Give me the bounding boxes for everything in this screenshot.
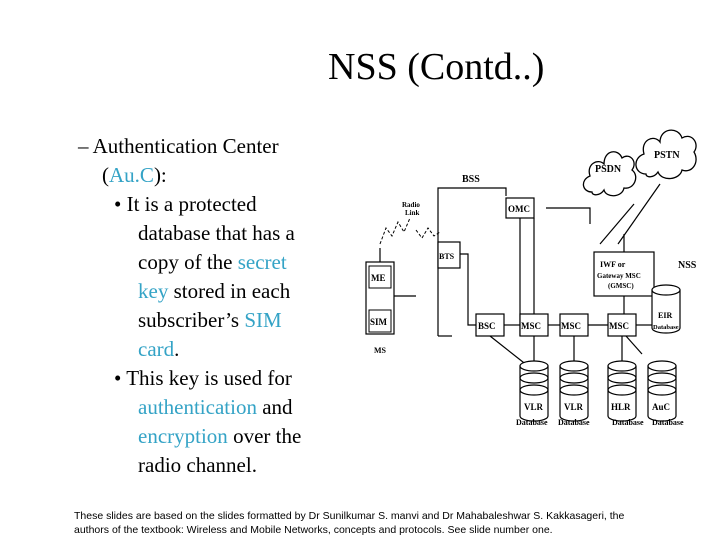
me-box <box>368 265 392 289</box>
iwf-label-3: (GMSC) <box>608 282 634 290</box>
pstn-label: PSTN <box>654 150 680 161</box>
text-fragment: • This key is used for <box>114 366 292 390</box>
auc-abbrev: Au.C <box>109 163 154 187</box>
text-fragment: subscriber’s <box>138 308 245 332</box>
bts-box <box>437 241 461 269</box>
iwf-label-2: Gateway MSC <box>597 272 641 280</box>
msc-label-1: MSC <box>521 321 541 331</box>
bullet-auc-heading: – Authentication Center (Au.C): <box>78 132 348 190</box>
vlr-label-1: VLR <box>524 402 544 412</box>
highlight-key: key <box>138 279 169 303</box>
text-fragment: stored in each <box>168 279 291 303</box>
vlr-db-label-1: Database <box>516 418 548 427</box>
msc-label-3: MSC <box>609 321 629 331</box>
auc-db-label: Database <box>652 418 684 427</box>
sub-bullet-protected-db: • It is a protected database that has a … <box>78 190 348 364</box>
bullet-list: – Authentication Center (Au.C): • It is … <box>78 132 348 480</box>
text-fragment: radio channel. <box>138 453 257 477</box>
sub-bullet-key-usage: • This key is used for authentication an… <box>78 364 348 480</box>
omc-label: OMC <box>508 204 530 214</box>
text-fragment: database that has a <box>138 221 295 245</box>
connection-lines <box>394 218 652 367</box>
ms-label: MS <box>374 346 387 355</box>
bts-label: BTS <box>439 252 455 261</box>
footer-line-1: These slides are based on the slides for… <box>74 510 625 522</box>
text-fragment: . <box>174 337 180 361</box>
msc-label-2: MSC <box>561 321 581 331</box>
bss-label: BSS <box>462 174 480 185</box>
vlr-database-cylinder-2 <box>559 360 589 422</box>
highlight-authentication: authentication <box>138 395 257 419</box>
footer-credit: These slides are based on the slides for… <box>74 509 674 537</box>
footer-line-2: authors of the textbook: Wireless and Mo… <box>74 524 553 536</box>
text-fragment: copy of the <box>138 250 238 274</box>
radio-wave-right <box>415 227 441 239</box>
auc-database-cylinder <box>647 360 677 422</box>
radio-link-label-1: Radio <box>402 201 420 209</box>
me-label: ME <box>371 273 386 283</box>
hlr-database-cylinder <box>607 360 637 422</box>
sim-box <box>368 309 392 333</box>
bsc-label: BSC <box>478 321 496 331</box>
sim-label: SIM <box>370 317 388 327</box>
auc-label: AuC <box>652 402 670 412</box>
iwf-gmsc-box <box>593 251 655 297</box>
pstn-cloud <box>635 129 697 180</box>
highlight-encryption: encryption <box>138 424 228 448</box>
paren-close: ): <box>153 163 167 187</box>
omc-box <box>505 197 535 219</box>
diagram-svg: PSDN PSTN BSS NSS Radio Link ME SIM MS <box>365 129 697 427</box>
eir-database-cylinder <box>651 284 681 334</box>
nss-label: NSS <box>678 260 697 271</box>
vlr-label-2: VLR <box>564 402 584 412</box>
psdn-cloud <box>582 151 637 197</box>
bullet-auc-text: – Authentication Center <box>78 134 279 158</box>
iwf-label-1: IWF or <box>600 260 626 269</box>
gsm-architecture-diagram: PSDN PSTN BSS NSS Radio Link ME SIM MS <box>360 104 700 454</box>
vlr-database-cylinder-1 <box>519 360 549 422</box>
text-fragment: over the <box>227 424 302 448</box>
eir-db-label: Database <box>653 324 679 331</box>
hlr-label: HLR <box>611 402 631 412</box>
highlight-sim: SIM <box>244 308 282 332</box>
radio-wave-left <box>379 217 411 245</box>
slide-title: NSS (Contd..) <box>328 46 545 88</box>
paren-open: ( <box>102 163 109 187</box>
highlight-card: card <box>138 337 175 361</box>
eir-label: EIR <box>658 311 672 320</box>
vlr-db-label-2: Database <box>558 418 590 427</box>
psdn-label: PSDN <box>595 164 622 175</box>
hlr-db-label: Database <box>612 418 644 427</box>
radio-link-label-2: Link <box>405 209 420 217</box>
highlight-secret: secret <box>237 250 287 274</box>
text-fragment: • It is a protected <box>114 192 257 216</box>
text-fragment: and <box>256 395 293 419</box>
